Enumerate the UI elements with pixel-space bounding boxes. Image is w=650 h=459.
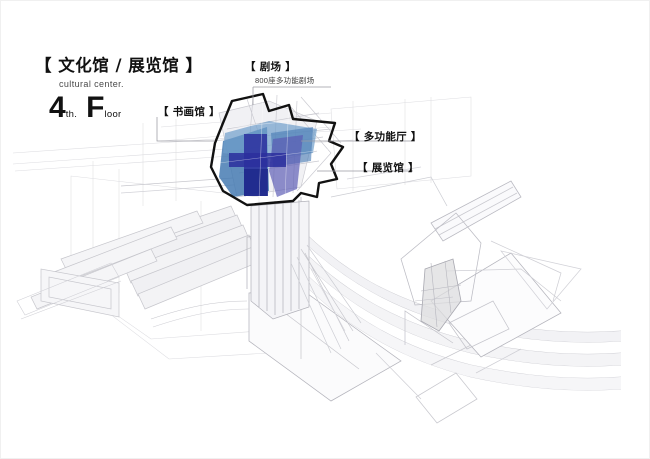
page-subtitle: cultural center. — [59, 79, 124, 90]
cross-core-horizontal — [229, 153, 286, 167]
right-translucent-wing — [414, 258, 462, 332]
callout-theater-sublabel: 800座多功能剧场 — [255, 76, 315, 85]
fourth-floor-highlight-polygon — [209, 92, 345, 207]
site-plates — [120, 166, 582, 424]
floor-word-rest: loor — [104, 109, 122, 121]
ribbon-roof-bands — [30, 205, 262, 318]
cross-core-lower-block — [244, 169, 268, 196]
floor-designation: 4th. Floor — [49, 93, 235, 123]
floor-word-initial: F — [86, 91, 105, 125]
callout-multifunction-hall: 【 多功能厅 】 — [349, 131, 422, 143]
central-striated-volume — [250, 200, 362, 354]
callout-leader-lines — [156, 86, 415, 172]
floor-ordinal: th. — [65, 109, 78, 121]
leader-calligraphy — [156, 117, 215, 142]
callout-exhibition-hall: 【 展览馆 】 — [357, 162, 419, 174]
floor-number: 4 — [49, 91, 66, 125]
page-title: 【 文化馆 / 展览馆 】 — [35, 56, 203, 75]
foreground-detail-lines — [16, 262, 250, 328]
callout-calligraphy-hall: 【 书画馆 】 — [158, 106, 220, 118]
callout-theater: 【 剧场 】 — [245, 61, 297, 73]
highlight-zone-overlay-lines — [214, 94, 332, 202]
blue-program-volumes — [219, 121, 317, 197]
title-block: 【 文化馆 / 展览馆 】 cultural center. 4th. Floor — [35, 56, 235, 123]
